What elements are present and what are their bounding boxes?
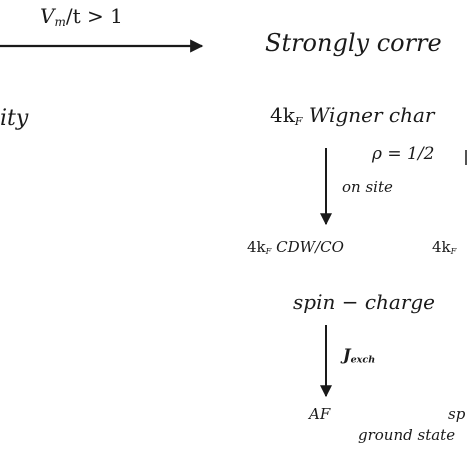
spin-charge-label: spin − charge <box>293 290 436 314</box>
cdw-label: 4kF CDW/CO <box>247 238 344 257</box>
af-label: AF <box>309 405 331 423</box>
sp-label: sp <box>448 405 466 423</box>
ground-state-label: ground state <box>358 426 456 444</box>
onsite-label: on site <box>342 178 393 196</box>
exchange-label: Jexch <box>343 345 376 366</box>
wigner-label: 4kF Wigner char <box>270 103 435 128</box>
rho-label: ρ = 1/2 <box>372 144 435 164</box>
ratio-label: Vm/t > 1 <box>40 4 123 29</box>
kf-right-label: 4kF <box>432 238 457 257</box>
strongly-correlated-title: Strongly corre <box>265 29 442 57</box>
left-fragment-label: ity <box>0 106 29 131</box>
